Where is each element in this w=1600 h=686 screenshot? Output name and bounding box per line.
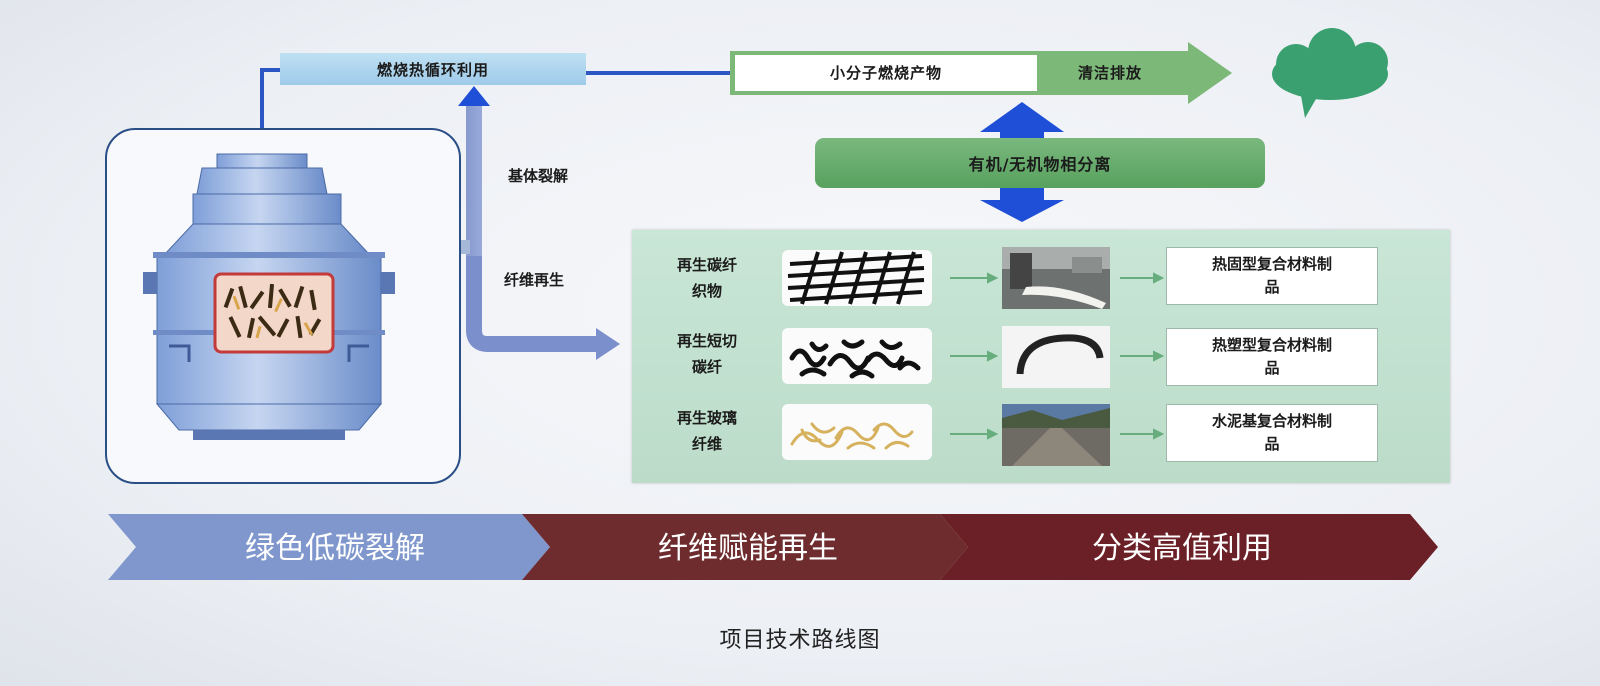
- small-molecule-products-label: 小分子燃烧产物: [829, 63, 942, 82]
- regeneration-arrowhead: [596, 328, 620, 360]
- carbon-fabric-icon: [787, 251, 925, 305]
- row-1-fiber-sample: [782, 250, 932, 306]
- phase-separation-bar: 有机/无机物相分离: [815, 138, 1265, 188]
- clean-air-cloud-icon: [1272, 28, 1388, 118]
- regeneration-path: [466, 256, 598, 352]
- row-1-process-photo: [1002, 247, 1110, 309]
- cracking-shaft: [466, 104, 482, 256]
- row-1-material-label: 再生碳纤 织物: [676, 256, 737, 300]
- row-3-fiber-sample: [782, 404, 932, 460]
- clean-emission-label: 清洁排放: [1077, 63, 1142, 82]
- product-white-field: [735, 55, 1037, 91]
- reactor-frame: [105, 128, 461, 484]
- stage-2-chevron: [522, 514, 968, 580]
- chopped-carbon-fiber-icon: [789, 339, 921, 379]
- heat-cycle-bar: 燃烧热循环利用: [280, 53, 586, 85]
- stage-1-chevron: [108, 514, 550, 580]
- row-3-product-box: 水泥基复合材料制 品: [1166, 404, 1378, 462]
- row-2-fiber-sample: [782, 328, 932, 384]
- regenerated-fiber-panel: 再生碳纤 织物 热固型复合材料制 品 再生短切 碳纤: [632, 230, 1450, 483]
- glass-fiber-icon: [790, 422, 914, 450]
- cracking-arrowhead: [458, 86, 490, 106]
- fiber-regeneration-label: 纤维再生: [504, 271, 565, 289]
- stage-1-label: 绿色低碳裂解: [245, 531, 425, 566]
- figure-caption: 项目技术路线图: [719, 628, 881, 653]
- row-2-process-photo: [1002, 326, 1110, 388]
- stage-3-label: 分类高值利用: [1092, 531, 1272, 566]
- pyrolysis-reactor-icon: [143, 153, 395, 440]
- heat-return-pipe: [260, 68, 282, 148]
- row-3-process-photo: [1002, 404, 1110, 466]
- row-2-product-box: 热塑型复合材料制 品: [1166, 328, 1378, 386]
- stage-2-label: 纤维赋能再生: [658, 531, 838, 566]
- row-3-material-label: 再生玻璃 纤维: [676, 409, 737, 453]
- stage-flow: 绿色低碳裂解 纤维赋能再生 分类高值利用: [108, 514, 1438, 580]
- matrix-cracking-label: 基体裂解: [508, 167, 569, 185]
- stage-3-chevron: [940, 514, 1438, 580]
- row-2-material-label: 再生短切 碳纤: [676, 332, 737, 376]
- row-1-product-box: 热固型复合材料制 品: [1166, 247, 1378, 305]
